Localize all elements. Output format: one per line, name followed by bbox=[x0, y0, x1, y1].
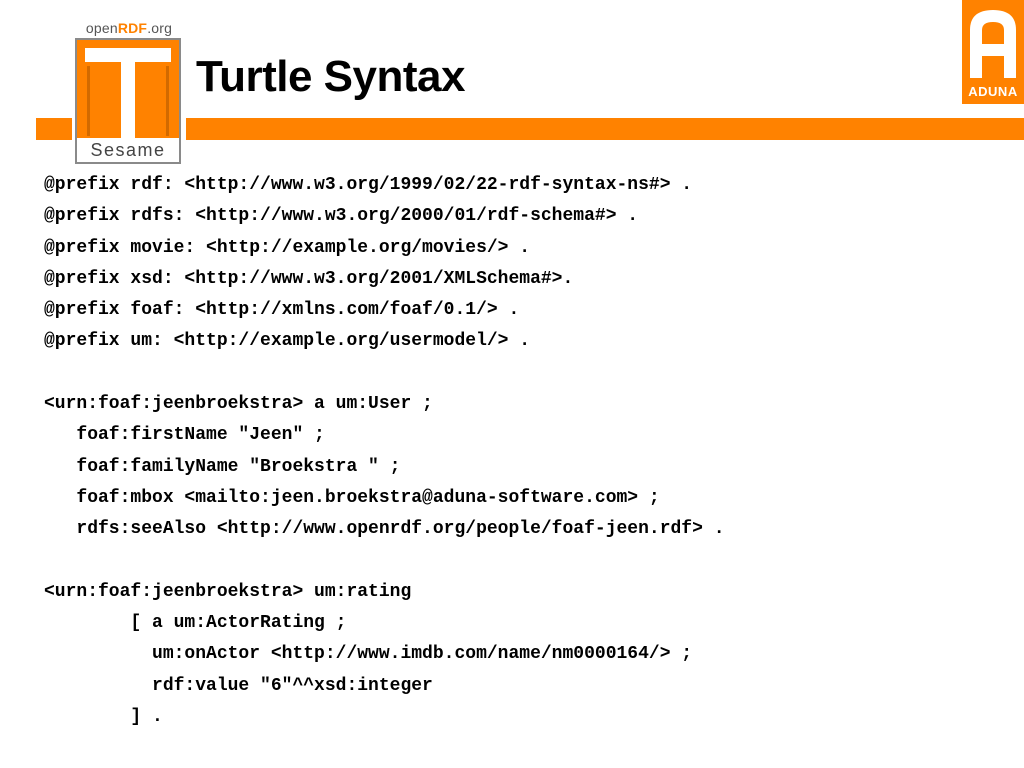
aduna-logo: ADUNA bbox=[962, 0, 1024, 104]
sesame-word: Sesame bbox=[77, 138, 179, 162]
code-line: <urn:foaf:jeenbroekstra> a um:User ; bbox=[44, 394, 433, 415]
code-line: foaf:familyName "Broekstra " ; bbox=[44, 456, 401, 477]
code-line bbox=[44, 546, 725, 577]
code-line bbox=[44, 358, 725, 389]
openrdf-rdf: RDF bbox=[117, 20, 148, 36]
code-line: @prefix rdfs: <http://www.w3.org/2000/01… bbox=[44, 206, 639, 227]
header-divider-bar bbox=[36, 118, 1024, 140]
sesame-door-icon: Sesame bbox=[75, 38, 181, 164]
code-line: [ a um:ActorRating ; bbox=[44, 613, 347, 634]
openrdf-suffix: .org bbox=[147, 20, 173, 36]
sesame-logo: openRDF.org Sesame bbox=[72, 14, 186, 168]
aduna-word: ADUNA bbox=[968, 84, 1018, 99]
code-line: @prefix rdf: <http://www.w3.org/1999/02/… bbox=[44, 175, 693, 195]
code-line: @prefix um: <http://example.org/usermode… bbox=[44, 331, 531, 352]
openrdf-prefix: open bbox=[85, 20, 118, 36]
aduna-a-icon bbox=[970, 10, 1016, 78]
code-line: @prefix xsd: <http://www.w3.org/2001/XML… bbox=[44, 268, 574, 289]
slide-title: Turtle Syntax bbox=[196, 52, 465, 101]
code-line: foaf:mbox <mailto:jeen.broekstra@aduna-s… bbox=[44, 487, 660, 508]
code-line: @prefix foaf: <http://xmlns.com/foaf/0.1… bbox=[44, 300, 520, 321]
code-line: rdf:value "6"^^xsd:integer bbox=[44, 675, 433, 696]
code-line: um:onActor <http://www.imdb.com/name/nm0… bbox=[44, 644, 693, 665]
code-line: @prefix movie: <http://example.org/movie… bbox=[44, 237, 531, 258]
code-line: rdfs:seeAlso <http://www.openrdf.org/peo… bbox=[44, 519, 725, 540]
turtle-code-block: @prefix rdf: <http://www.w3.org/1999/02/… bbox=[44, 170, 725, 733]
code-line: foaf:firstName "Jeen" ; bbox=[44, 425, 325, 446]
openrdf-logo-text: openRDF.org bbox=[72, 20, 186, 36]
code-line: ] . bbox=[44, 707, 163, 728]
code-line: <urn:foaf:jeenbroekstra> um:rating bbox=[44, 581, 412, 602]
